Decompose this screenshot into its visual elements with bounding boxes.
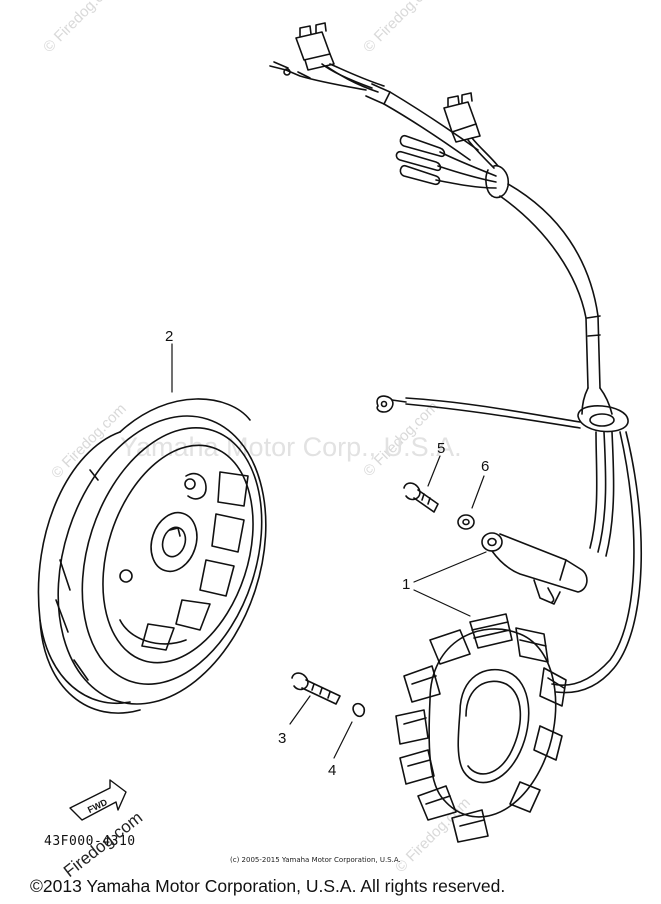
leader-3 xyxy=(289,695,311,725)
callout-5: 5 xyxy=(437,440,446,457)
callout-6: 6 xyxy=(481,458,490,475)
leader-1b xyxy=(413,589,471,617)
bolt-3 xyxy=(291,672,341,705)
footer-copyright: ©2013 Yamaha Motor Corporation, U.S.A. A… xyxy=(30,876,506,896)
washer-6 xyxy=(457,514,475,530)
leader-4 xyxy=(333,721,353,759)
callout-1: 1 xyxy=(402,576,411,593)
leader-6 xyxy=(471,475,485,509)
washer-4 xyxy=(352,702,366,718)
bolt-5 xyxy=(403,482,439,513)
flywheel-rotor xyxy=(37,398,267,714)
callout-4: 4 xyxy=(328,762,337,779)
stator-coil xyxy=(395,613,567,843)
fwd-arrow-icon xyxy=(69,779,127,821)
wiring-harness xyxy=(269,22,643,694)
part-number: 43F000-4310 xyxy=(44,834,136,849)
leader-5 xyxy=(427,455,441,487)
watermark-center: Yamaha Motor Corp., U.S.A. xyxy=(120,432,462,462)
callout-2: 2 xyxy=(165,328,174,345)
leader-1a xyxy=(413,551,487,583)
pickup-coil xyxy=(481,532,588,605)
callout-3: 3 xyxy=(278,730,287,747)
small-copyright: (c) 2005-2015 Yamaha Motor Corporation, … xyxy=(230,856,401,864)
